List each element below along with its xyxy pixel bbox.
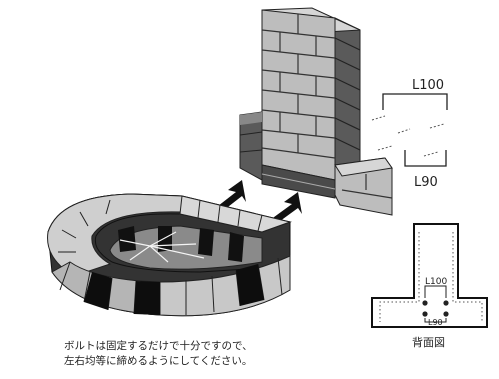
caption-line-1: ボルトは固定するだけで十分ですので、 bbox=[64, 340, 253, 352]
grill-base bbox=[47, 193, 292, 317]
l90-label-back: L90 bbox=[428, 318, 443, 327]
arrow-right bbox=[270, 192, 302, 224]
l90-bracket: L90 bbox=[404, 150, 447, 190]
caption-line-2: 左右均等に締めるようにしてください。 bbox=[64, 355, 253, 367]
l100-bracket: L100 bbox=[382, 78, 448, 110]
l100-label-top: L100 bbox=[412, 78, 444, 93]
l90-label-top: L90 bbox=[414, 175, 438, 190]
instruction-caption: ボルトは固定するだけで十分ですので、 左右均等に締めるようにしてください。 bbox=[64, 339, 364, 369]
back-view-diagram: L100 L90 背面図 bbox=[371, 223, 488, 349]
bolt-marks bbox=[371, 115, 445, 157]
brick-wall bbox=[239, 7, 393, 216]
l100-label-back: L100 bbox=[425, 277, 447, 287]
arrow-left bbox=[218, 180, 246, 210]
back-view-title: 背面図 bbox=[412, 335, 445, 349]
